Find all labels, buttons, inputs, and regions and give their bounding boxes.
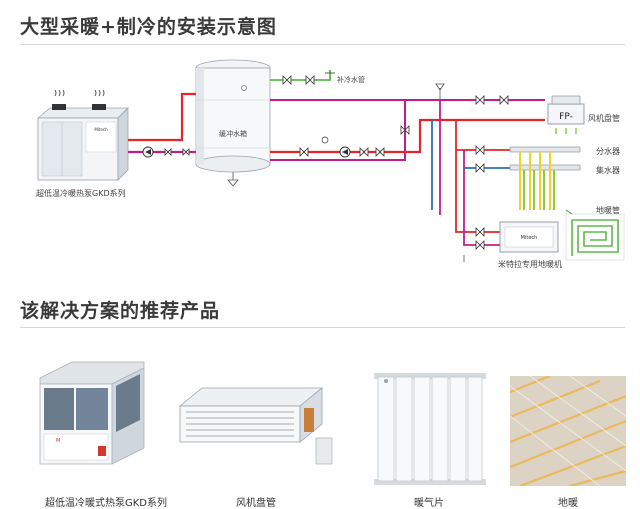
heat-pump-brand: Mitech	[94, 127, 108, 132]
page-title: 大型采暖+制冷的安装示意图	[20, 16, 277, 38]
primary-loop	[128, 92, 196, 158]
product-caption-floor-heating: 地暖	[558, 498, 578, 509]
distributor-label: 分水器	[596, 147, 620, 156]
installation-diagram: Mitech 缓冲水箱 补冷水管	[36, 59, 625, 262]
svg-text:M: M	[56, 438, 60, 444]
floor-unit-label: 米特拉专用地暖机	[498, 260, 562, 269]
heat-pump-label: 超低温冷暖热泵GKD系列	[36, 189, 126, 198]
buffer-tank: 缓冲水箱	[195, 59, 271, 187]
heat-pump-unit: Mitech	[36, 89, 129, 181]
floor-heating-unit: Mitech	[499, 221, 559, 253]
products-divider	[20, 327, 625, 328]
tank-label: 缓冲水箱	[219, 129, 247, 138]
floor-unit-brand: Mitech	[521, 235, 538, 241]
product-caption-heat-pump: 超低温冷暖式热泵GKD系列	[44, 498, 167, 509]
risers	[431, 100, 510, 262]
fan-coil-unit-text: FP-	[559, 112, 573, 122]
floor-pipe-label: 地暖管	[596, 206, 620, 215]
product-fan-coil-image	[178, 387, 333, 465]
fan-coil-label: 风机盘管	[588, 114, 620, 123]
product-floor-heating-image	[510, 376, 626, 486]
makeup-water-label: 补冷水管	[337, 75, 365, 84]
product-caption-radiator: 暖气片	[414, 498, 444, 509]
products-title: 该解决方案的推荐产品	[20, 300, 221, 322]
product-radiator-image	[374, 373, 486, 485]
manifolds	[509, 146, 581, 210]
fan-coil-unit: FP-	[547, 95, 585, 134]
makeup-water-line: 补冷水管	[270, 70, 365, 85]
floor-heating-coil	[565, 209, 625, 261]
product-caption-fan-coil: 风机盘管	[236, 498, 276, 509]
product-heat-pump-image: M	[39, 361, 145, 465]
title-divider	[20, 44, 625, 45]
distribution-loop	[270, 118, 545, 158]
supply-header	[270, 83, 545, 161]
collector-label: 集水器	[596, 166, 620, 175]
